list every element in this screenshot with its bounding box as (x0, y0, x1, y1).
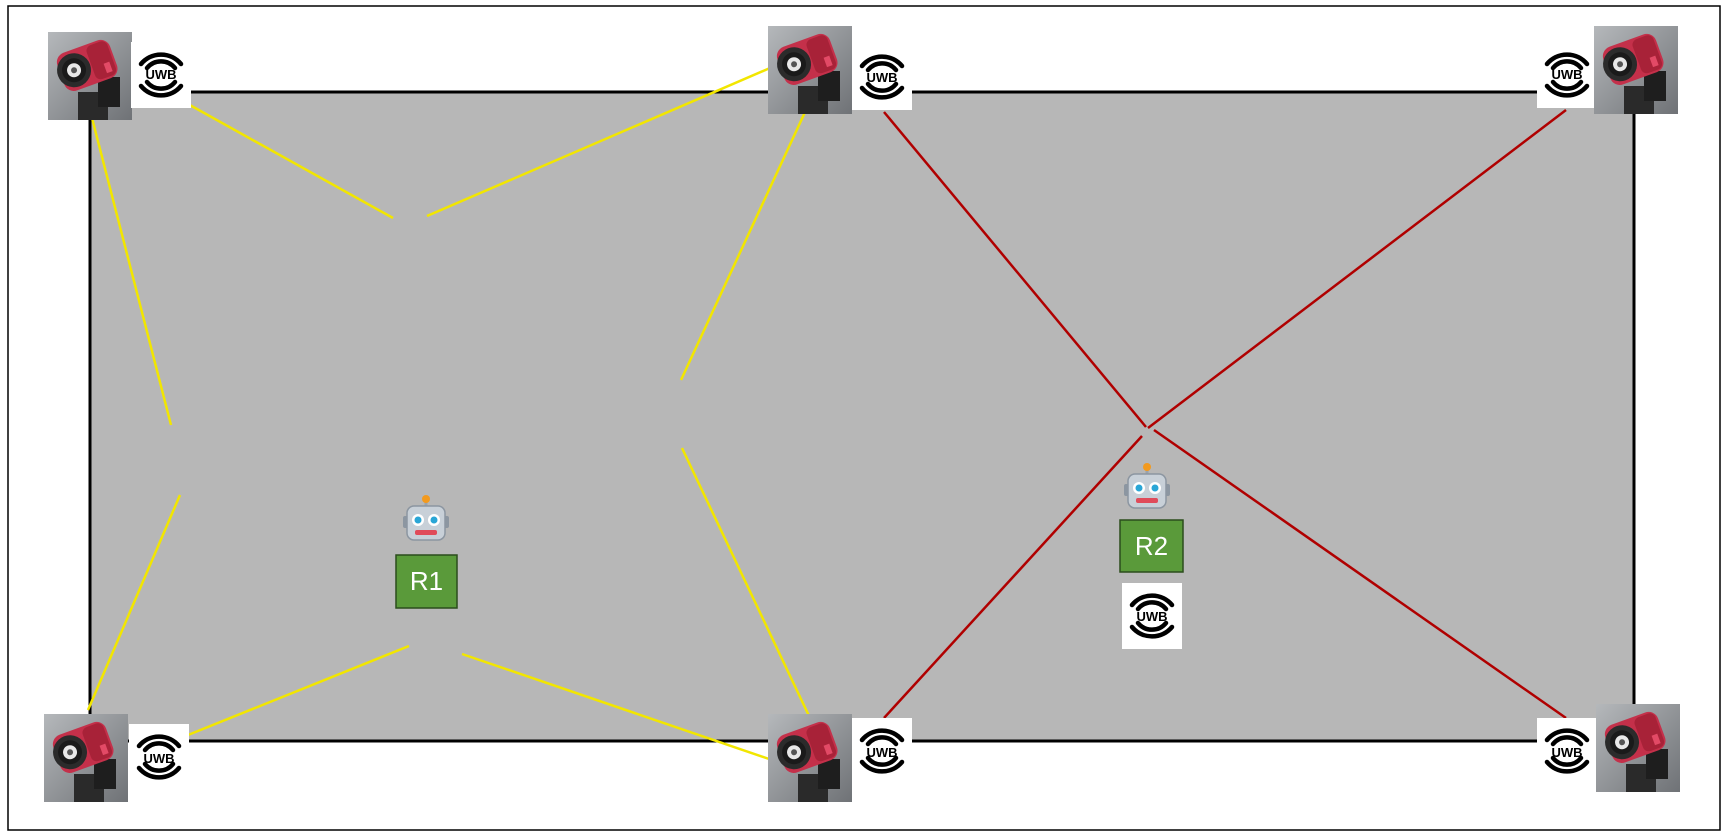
station-bottom-right: UWB (1537, 704, 1680, 792)
r1-line-top-middle (426, 66, 771, 218)
r1-line-bottom-left (187, 644, 410, 737)
r1-line-left-upper (90, 117, 173, 426)
r1-line-top-left (187, 102, 394, 220)
camera-icon (1596, 704, 1680, 792)
robot-r2-box (1119, 519, 1184, 573)
r1-line-middle-upper (679, 109, 808, 381)
robot-r2: R2 UWB (1119, 462, 1184, 649)
r2-line-bottom-right (1153, 428, 1567, 720)
uwb-label: UWB (866, 745, 897, 760)
station-bottom-left: UWB (44, 714, 189, 802)
station-bottom-middle: UWB (768, 714, 912, 802)
camera-icon (44, 714, 128, 802)
r2-line-top-right (1147, 109, 1567, 429)
r1-measurement-lines (86, 66, 812, 762)
robot-r1-box (395, 554, 458, 609)
r2-line-top-middle (883, 111, 1147, 428)
station-top-middle: UWB (768, 26, 912, 114)
camera-icon (768, 714, 852, 802)
r1-line-left-lower (86, 494, 182, 711)
uwb-label: UWB (143, 751, 174, 766)
robot-r1-label: R1 (410, 566, 443, 596)
r1-line-bottom-middle (461, 652, 773, 762)
uwb-label: UWB (1551, 67, 1582, 82)
station-top-left: UWB (48, 32, 191, 120)
camera-icon (48, 32, 132, 120)
robot-r2-label: R2 (1135, 531, 1168, 561)
station-top-right: UWB (1537, 26, 1678, 114)
figure-frame (7, 5, 1721, 831)
r2-measurement-lines (883, 109, 1567, 720)
uwb-label: UWB (1136, 609, 1167, 624)
robot-r1: R1 (395, 494, 458, 609)
uwb-label: UWB (145, 67, 176, 82)
camera-icon (1594, 26, 1678, 114)
r1-line-middle-lower (680, 447, 812, 719)
uwb-label: UWB (1551, 745, 1582, 760)
r2-line-bottom-middle (883, 435, 1143, 719)
uwb-label: UWB (866, 70, 897, 85)
arena-floor (88, 90, 1636, 743)
camera-icon (768, 26, 852, 114)
